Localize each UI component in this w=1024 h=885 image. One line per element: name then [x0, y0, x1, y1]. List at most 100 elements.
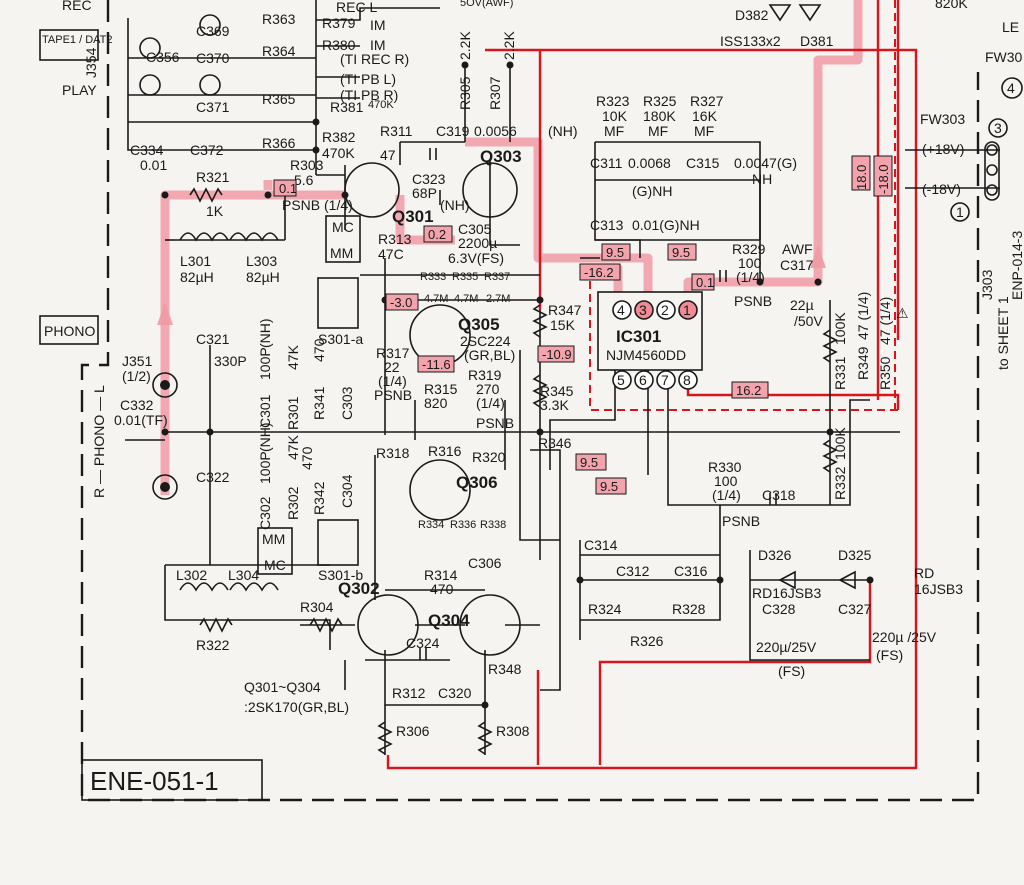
label-c304: C304 — [339, 474, 355, 508]
label-r304: R304 — [300, 599, 334, 615]
label-r363: R363 — [262, 11, 296, 27]
value-r342: 470 — [299, 446, 315, 470]
value-c328: 220µ/25V — [756, 639, 817, 655]
voltage-plus18: 18.0 — [854, 165, 869, 190]
label-r306: R306 — [396, 723, 430, 739]
value-c302: 100P — [257, 451, 273, 484]
label-l303: L303 — [246, 253, 277, 269]
transistor-q301-symbol — [344, 162, 400, 218]
value-c327: 220µ /25V — [872, 629, 937, 645]
transistor-q306-symbol — [409, 459, 471, 521]
ic301-part: NJM4560DD — [606, 347, 686, 363]
label-q303: Q303 — [480, 147, 522, 166]
ic-pin-8 — [678, 370, 698, 390]
voltage-ic-in-2: 9.5 — [672, 245, 690, 260]
label-d382: D382 — [735, 7, 769, 23]
value-r345: 3.3K — [540, 397, 569, 413]
label-d326: D326 — [758, 547, 792, 563]
value-r347: 15K — [550, 317, 576, 333]
label-fw303: FW303 — [920, 111, 965, 127]
note-c323: (NH) — [440, 197, 470, 213]
jack-tape-rec — [139, 37, 161, 59]
components — [139, 4, 1000, 755]
label-rd16jsb3: RD16JSB3 — [752, 585, 821, 601]
value-r325: 180K — [643, 108, 676, 124]
label-r328: R328 — [672, 601, 706, 617]
label-nh: (NH) — [548, 123, 578, 139]
voltage-q306-a: 9.5 — [580, 455, 598, 470]
voltage-q305-e: -3.0 — [390, 295, 412, 310]
label-c318: C318 — [762, 487, 796, 503]
value-r331: 100K — [832, 312, 848, 345]
diode-d325 — [838, 570, 856, 590]
warning-icon: ⚠ — [896, 305, 909, 321]
type-q305: 2SC224 — [460, 333, 511, 349]
label-c302: C302 — [257, 496, 273, 530]
grade-q305: (GR,BL) — [464, 347, 515, 363]
play-label: PLAY — [62, 82, 97, 98]
label-r321: R321 — [196, 169, 230, 185]
resistor-r347 — [532, 304, 548, 338]
connector-j354-label: J354 — [83, 47, 99, 78]
ic-pin-1 — [678, 300, 698, 320]
note-c305: 6.3V(FS) — [448, 250, 504, 266]
note-c317: /50V — [794, 313, 823, 329]
value-r302: 47K — [285, 434, 301, 460]
switch-s301a — [317, 277, 359, 329]
value-r321: 1K — [206, 203, 224, 219]
voltage-q301-b: 0.2 — [428, 227, 446, 242]
value-j351: (1/2) — [122, 368, 151, 384]
label-r301: R301 — [285, 396, 301, 430]
value-c319: 0.0056 — [474, 123, 517, 139]
power-r319: (1/4) — [476, 395, 505, 411]
label-circled-4: 4 — [1007, 80, 1015, 96]
note-c315: NH — [752, 171, 772, 187]
voltage-ic-out: 0.1 — [696, 275, 714, 290]
value-c315: 0.0047(G) — [734, 155, 797, 171]
label-c321: C321 — [196, 331, 230, 347]
label-d325: D325 — [838, 547, 872, 563]
label-r337: R337 — [484, 271, 510, 283]
label-c313: C313 — [590, 217, 624, 233]
label-r381: R381 — [330, 99, 364, 115]
label-r316: R316 — [428, 443, 462, 459]
power-r317: (1/4) — [378, 373, 407, 389]
value-r330: 100 — [714, 473, 738, 489]
label-r308: R308 — [496, 723, 530, 739]
label-r345: R345 — [540, 383, 574, 399]
value-r303: 5.6 — [294, 172, 314, 188]
label-l301: L301 — [180, 253, 211, 269]
ic-pin-6-label: 6 — [639, 372, 647, 388]
power-rail-wires — [386, 0, 918, 770]
resistor-r332 — [822, 439, 838, 473]
value-r307: 2.2K — [501, 31, 517, 60]
phono-label: PHONO — [44, 323, 95, 339]
voltage-r347: -10.9 — [542, 347, 572, 362]
label-r332: R332 — [832, 466, 848, 500]
value-c334: 0.01 — [140, 157, 167, 173]
label-r324: R324 — [588, 601, 622, 617]
label-r305: R305 — [457, 76, 473, 110]
value-c321: 330P — [214, 353, 247, 369]
label-r333: R333 — [420, 271, 446, 283]
resistor-r321 — [189, 187, 223, 203]
value-r349: 47 (1/4) — [855, 292, 871, 340]
label-r325: R325 — [643, 93, 677, 109]
diode-d326 — [778, 570, 796, 590]
ic-pin-7 — [656, 370, 676, 390]
value-r329: 100 — [738, 255, 762, 271]
label-r303: R303 — [290, 157, 324, 173]
inductor-l303 — [229, 232, 279, 242]
switch-mm-top: MM — [330, 245, 353, 261]
label-r336: R336 — [450, 519, 476, 531]
label-q305: Q305 — [458, 315, 500, 334]
label-c372: C372 — [190, 142, 224, 158]
label-c369: C369 — [196, 23, 230, 39]
value-r301: 47K — [285, 344, 301, 370]
label-c315: C315 — [686, 155, 720, 171]
value-rd: 16JSB3 — [914, 581, 963, 597]
ic-pin-1-label: 1 — [683, 302, 691, 318]
label-c303: C303 — [339, 386, 355, 420]
label-r350: R350 — [877, 356, 893, 390]
